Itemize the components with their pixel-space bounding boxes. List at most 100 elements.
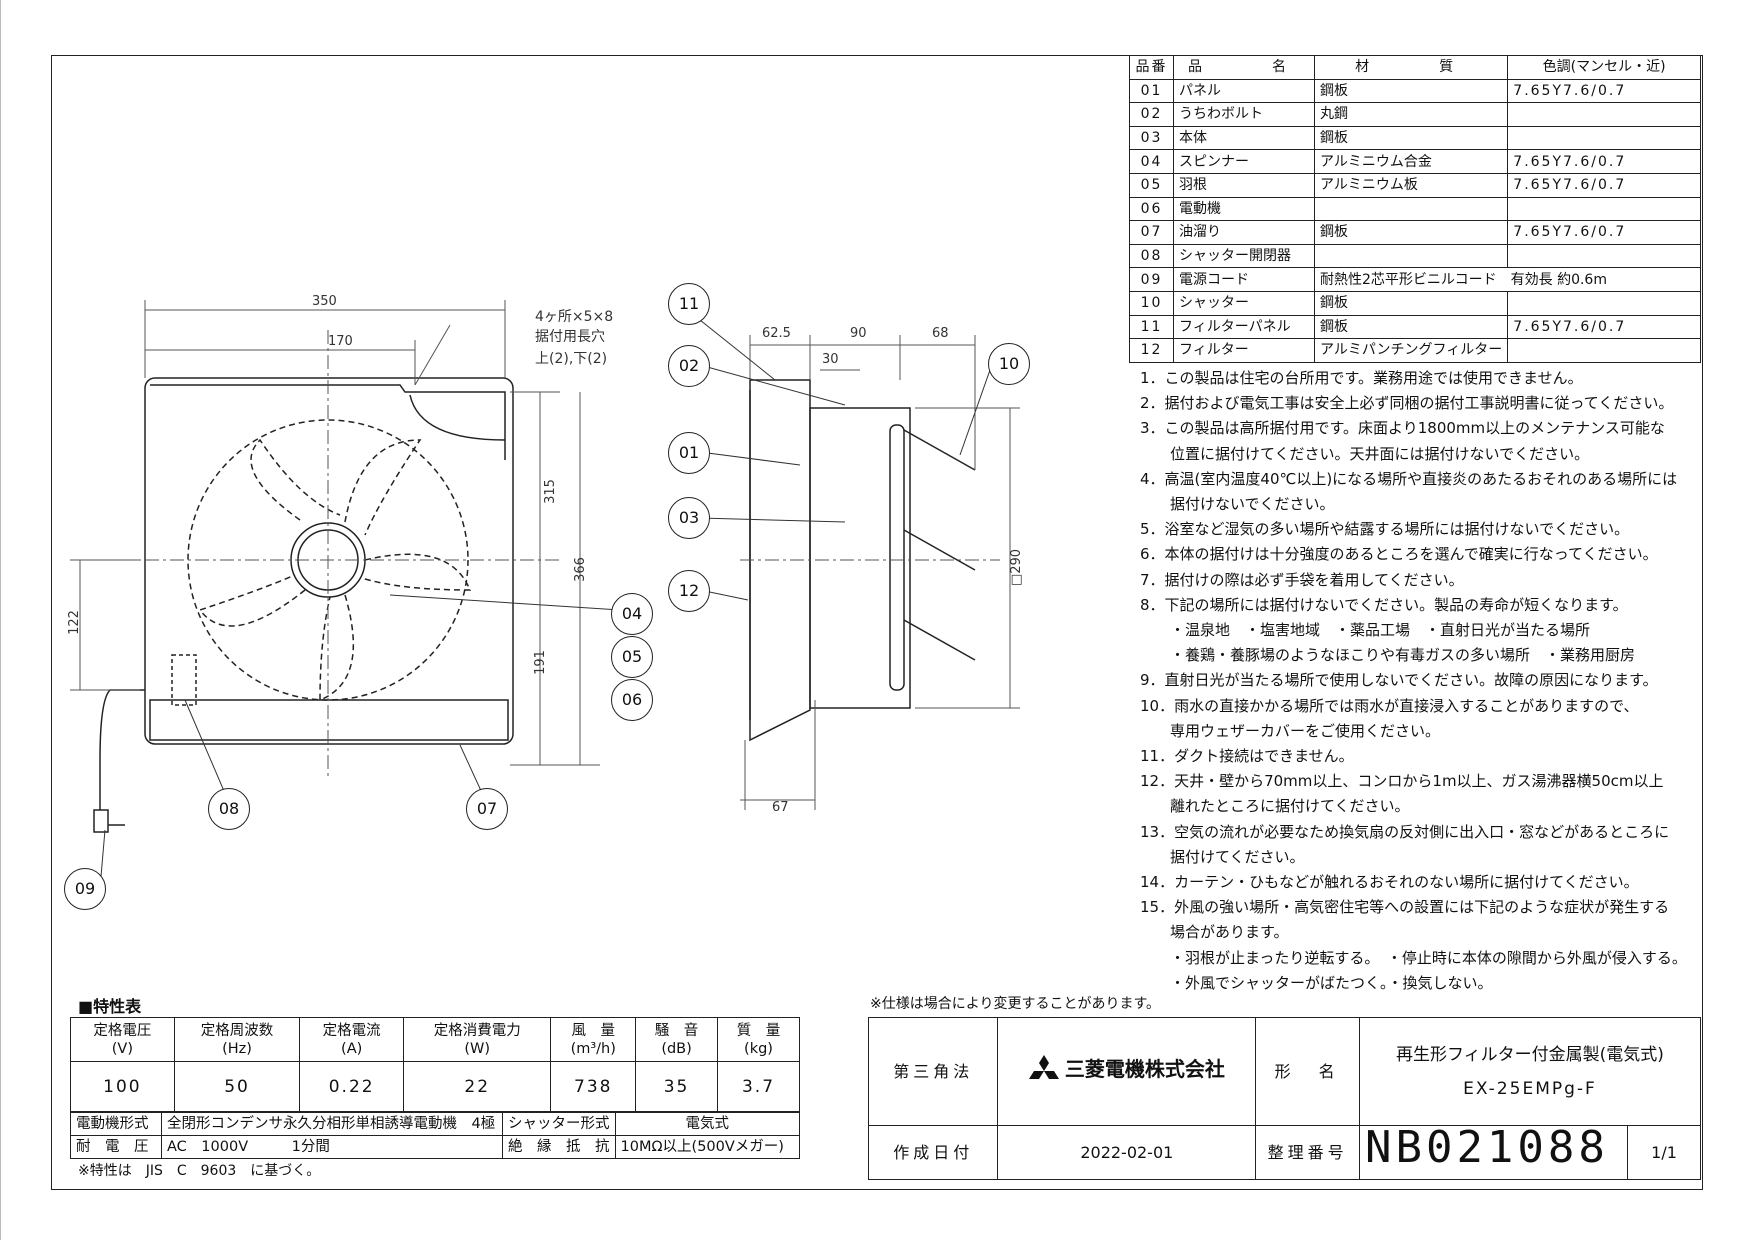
part-color — [1507, 125, 1701, 151]
part-material: 鋼板 — [1313, 290, 1509, 316]
part-name: シャッター — [1173, 290, 1315, 316]
spec-header: 風 量 (m³/h) — [550, 1017, 637, 1062]
part-material: 鋼板 — [1313, 220, 1509, 245]
spec-footnote: ※特性は JIS C 9603 に基づく。 — [78, 1163, 321, 1179]
note-line: 位置に据付けてください。天井面には据付けないでください。 — [1140, 444, 1590, 463]
part-material — [1313, 196, 1509, 222]
dim-62-5: 62.5 — [762, 326, 791, 341]
callout-05: 05 — [611, 636, 653, 678]
model-label: 形 名 — [1255, 1017, 1360, 1126]
spec-header: 定格電圧 (V) — [70, 1017, 175, 1062]
withstand-value: AC 1000V 1分間 — [161, 1135, 503, 1159]
callout-12: 12 — [668, 570, 710, 612]
model-cell: 再生形フィルター付金属製(電気式) EX-25EMPg-F — [1358, 1017, 1702, 1126]
spec-table: 定格電圧 (V) 定格周波数 (Hz) 定格電流 (A) 定格消費電力 (W) … — [70, 1017, 800, 1112]
note-line: 6．本体の据付けは十分強度のあるところを選んで確実に行なってください。 — [1140, 545, 1658, 564]
note-line: ・養鶏・養豚場のようなほこりや有毒ガスの多い場所 ・業務用厨房 — [1140, 646, 1636, 665]
note-line: 12．天井・壁から70mm以上、コンロから1m以上、ガス湯沸器横50cm以上 — [1140, 772, 1664, 791]
spec-value-row: 100 50 0.22 22 738 35 3.7 — [70, 1061, 800, 1112]
part-material: 耐熱性2芯平形ビニルコード 有効長 約0.6m — [1314, 267, 1701, 292]
note-line: 8．下記の場所には据付けないでください。製品の寿命が短くなります。 — [1140, 595, 1628, 614]
part-color: 7.65Y7.6/0.7 — [1507, 78, 1701, 104]
part-color: 7.65Y7.6/0.7 — [1507, 314, 1701, 340]
mount-hole-note-2: 据付用長穴 — [535, 329, 605, 345]
part-color: 7.65Y7.6/0.7 — [1507, 172, 1701, 198]
spec-value: 100 — [70, 1061, 175, 1112]
doc-no-label: 整理番号 — [1255, 1125, 1360, 1180]
part-color — [1507, 290, 1701, 316]
dim-68: 68 — [932, 326, 949, 341]
note-line: 13．空気の流れが必要なため換気扇の反対側に出入口・窓などがあるところに — [1140, 822, 1670, 841]
dim-30: 30 — [822, 352, 839, 367]
callout-01: 01 — [668, 432, 710, 474]
note-line: ・外風でシャッターがばたつく。・換気しない。 — [1140, 973, 1493, 992]
spec-header: 質 量 (kg) — [717, 1017, 800, 1062]
spec-value: 22 — [403, 1061, 552, 1112]
part-material — [1313, 243, 1509, 269]
part-no: 03 — [1129, 125, 1174, 151]
part-no: 10 — [1129, 290, 1174, 316]
date-value: 2022-02-01 — [997, 1125, 1257, 1180]
note-line: 10．雨水の直接かかる場所では雨水が直接浸入することがありますので、 — [1140, 696, 1639, 715]
callout-10: 10 — [988, 343, 1030, 385]
part-material: 丸鋼 — [1313, 102, 1509, 127]
spec-title: ■特性表 — [78, 997, 142, 1016]
doc-number: NB021088 — [1364, 1122, 1609, 1173]
part-no: 02 — [1129, 102, 1174, 127]
callout-11: 11 — [668, 283, 710, 325]
title-row-2: 作成日付 2022-02-01 整理番号 NB021088 1/1 — [867, 1125, 1701, 1180]
spec-value: 50 — [173, 1061, 301, 1112]
dim-170: 170 — [328, 334, 353, 349]
part-no: 08 — [1129, 243, 1174, 269]
callout-02: 02 — [668, 345, 710, 387]
callout-04: 04 — [611, 593, 653, 635]
front-view-body — [144, 377, 514, 745]
change-note: ※仕様は場合により変更することがあります。 — [870, 996, 1161, 1012]
spec-header: 騒 音 (dB) — [635, 1017, 719, 1062]
part-name: 本体 — [1173, 125, 1315, 151]
parts-header-name: 品 名 — [1173, 55, 1315, 80]
part-no: 06 — [1129, 196, 1174, 222]
note-line: 専用ウェザーカバーをご使用ください。 — [1140, 721, 1441, 740]
page-edge — [0, 0, 1, 1240]
note-line: 2．据付および電気工事は安全上必ず同梱の据付工事説明書に従ってください。 — [1140, 394, 1674, 413]
callout-07: 07 — [466, 788, 508, 830]
part-material: アルミニウム板 — [1313, 172, 1509, 198]
shutter-label: シャッター形式 — [502, 1112, 616, 1136]
part-material: 鋼板 — [1313, 78, 1509, 104]
motor-value: 全閉形コンデンサ永久分相形単相誘導電動機 4極 — [161, 1112, 503, 1136]
notes-list: 1．この製品は住宅の台所用です。業務用途では使用できません。 2．据付および電気… — [1140, 366, 1687, 996]
spec-header: 定格電流 (A) — [299, 1017, 405, 1062]
note-line: 離れたところに据付けてください。 — [1140, 797, 1410, 816]
spec-withstand-row: 耐 電 圧 AC 1000V 1分間 絶 縁 抵 抗 10MΩ以上(500Vメガ… — [70, 1135, 800, 1159]
callout-08: 08 — [208, 788, 250, 830]
part-color: 7.65Y7.6/0.7 — [1507, 220, 1701, 245]
note-line: 3．この製品は高所据付用です。床面より1800mm以上のメンテナンス可能な — [1140, 419, 1665, 438]
shutter-value: 電気式 — [614, 1112, 800, 1136]
spec-value: 738 — [550, 1061, 637, 1112]
motor-label: 電動機形式 — [70, 1112, 162, 1136]
doc-no-cell: NB021088 — [1358, 1125, 1629, 1180]
note-line: ・温泉地 ・塩害地域 ・薬品工場 ・直射日光が当たる場所 — [1140, 621, 1591, 640]
callout-06: 06 — [611, 679, 653, 721]
note-line: 14．カーテン・ひもなどが触れるおそれのない場所に据付けてください。 — [1140, 873, 1639, 892]
part-name: フィルターパネル — [1173, 314, 1315, 340]
title-block: 第三角法 三菱電機株式会社 形 名 再生形フィルター付金属製(電気式) EX-2… — [867, 1017, 1702, 1180]
part-color — [1507, 102, 1701, 127]
dim-350: 350 — [312, 294, 337, 309]
drawing-frame — [51, 55, 1703, 1190]
note-line: 4．高温(室内温度40℃以上)になる場所や直接炎のあたるおそれのある場所には — [1140, 469, 1678, 488]
insulation-label: 絶 縁 抵 抗 — [502, 1135, 616, 1159]
part-name: スピンナー — [1173, 149, 1315, 174]
part-material: 鋼板 — [1313, 125, 1509, 151]
